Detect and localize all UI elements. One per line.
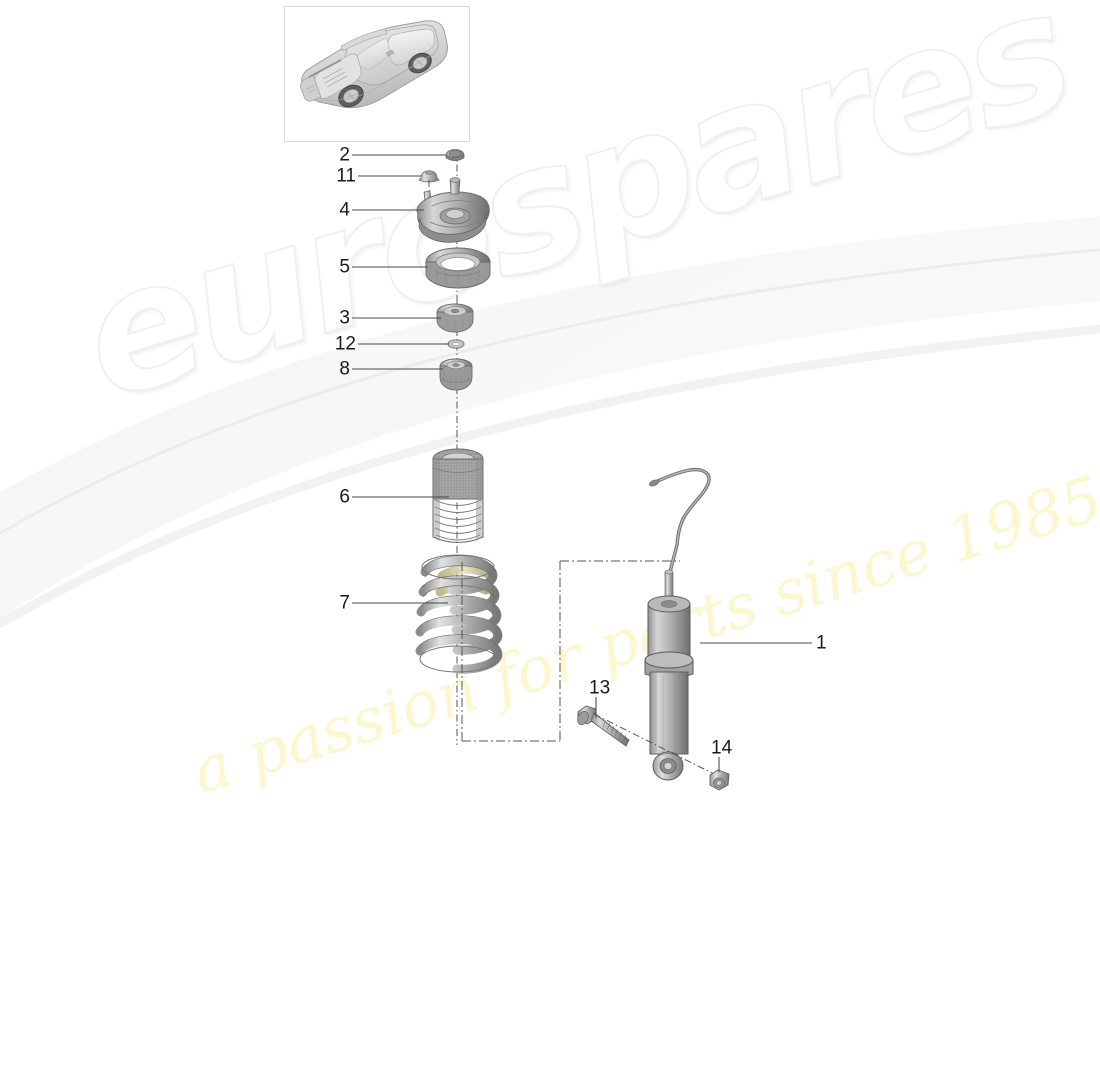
callout-label-3[interactable]: 3	[339, 307, 350, 329]
part-6-protective-tube	[432, 448, 484, 543]
callout-label-14[interactable]: 14	[711, 737, 733, 759]
part-12-washer	[447, 339, 465, 349]
callout-label-12[interactable]: 12	[334, 333, 356, 355]
parts-diagram-canvas: eurospares a passion for parts since 198…	[0, 0, 1100, 808]
callout-label-8[interactable]: 8	[339, 358, 350, 380]
part-13-hex-bolt	[577, 705, 729, 782]
callout-label-1[interactable]: 1	[816, 632, 827, 654]
exploded-parts-overlay	[352, 149, 812, 791]
group-box-spring	[461, 561, 560, 742]
sports-car-illustration	[300, 20, 448, 109]
leader-lines	[352, 154, 812, 772]
callout-label-5[interactable]: 5	[339, 256, 350, 278]
part-1-shock-absorber	[644, 467, 711, 781]
part-5-thrust-bearing	[425, 247, 491, 289]
callout-label-11[interactable]: 11	[336, 165, 356, 187]
part-4-strut-mount	[416, 177, 490, 243]
part-14-lock-nut	[709, 769, 730, 791]
part-3-spring-seat	[436, 303, 474, 333]
part-8-stop-buffer	[439, 358, 473, 391]
group-box-damper	[559, 560, 680, 741]
callout-label-13[interactable]: 13	[589, 677, 611, 699]
callout-label-2[interactable]: 2	[339, 144, 350, 166]
callout-label-6[interactable]: 6	[339, 486, 350, 508]
part-11-cap	[418, 170, 440, 196]
callout-label-7[interactable]: 7	[339, 592, 350, 614]
callout-label-4[interactable]: 4	[339, 199, 350, 221]
part-2-nut	[445, 149, 465, 161]
vehicle-thumbnail-frame	[284, 6, 470, 142]
part-7-coil-spring	[415, 554, 503, 674]
